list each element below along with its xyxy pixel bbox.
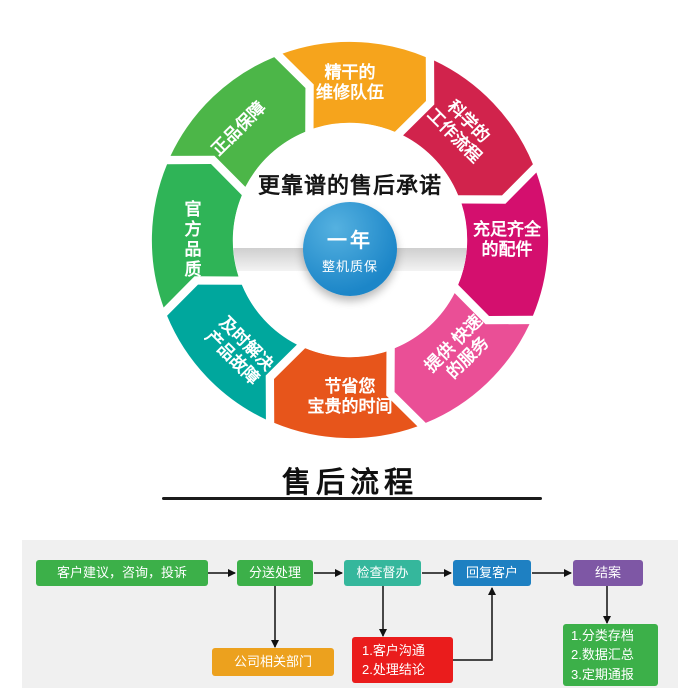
- wheel-segment-official: [151, 164, 242, 308]
- wheel-segment-parts: [458, 172, 549, 316]
- wheel-segment-genuine: [170, 57, 306, 187]
- wheel-segment-team: [282, 41, 426, 132]
- wheel-segment-time: [274, 348, 418, 439]
- flow-step-inspect: 检查督办: [344, 560, 421, 586]
- wheel-center-title: 更靠谱的售后承诺: [257, 173, 442, 198]
- warranty-badge-years: 一年: [327, 229, 373, 252]
- flow-box-archive-line: 1.分类存档: [571, 627, 634, 643]
- section-title-underline: [162, 497, 542, 500]
- flow-step-close: 结案: [573, 560, 643, 586]
- warranty-badge-text: 整机质保: [321, 258, 378, 274]
- flow-step-dispatch: 分送处理: [237, 560, 313, 586]
- flow-step-reply: 回复客户: [453, 560, 531, 586]
- wheel-segment-service: [394, 293, 530, 423]
- warranty-badge: 一年 整机质保: [303, 202, 397, 296]
- flow-box-conclusion-line: 1.客户沟通: [362, 642, 425, 658]
- flow-box-departments: 公司相关部门: [212, 648, 334, 676]
- flow-box-archive-line: 2.数据汇总: [571, 647, 634, 663]
- flow-step-feedback: 客户建议，咨询，投诉: [36, 560, 208, 586]
- flow-box-conclusion: 1.客户沟通 2.处理结论: [352, 637, 453, 683]
- section-title: 售后流程: [281, 467, 418, 499]
- wheel-segment-workflow: [403, 60, 533, 196]
- flow-box-archive-line: 3.定期通报: [571, 666, 634, 682]
- flow-box-conclusion-line: 2.处理结论: [362, 662, 425, 677]
- wheel-segment-repair: [167, 284, 297, 420]
- flow-box-archive: 1.分类存档 2.数据汇总 3.定期通报: [563, 624, 658, 686]
